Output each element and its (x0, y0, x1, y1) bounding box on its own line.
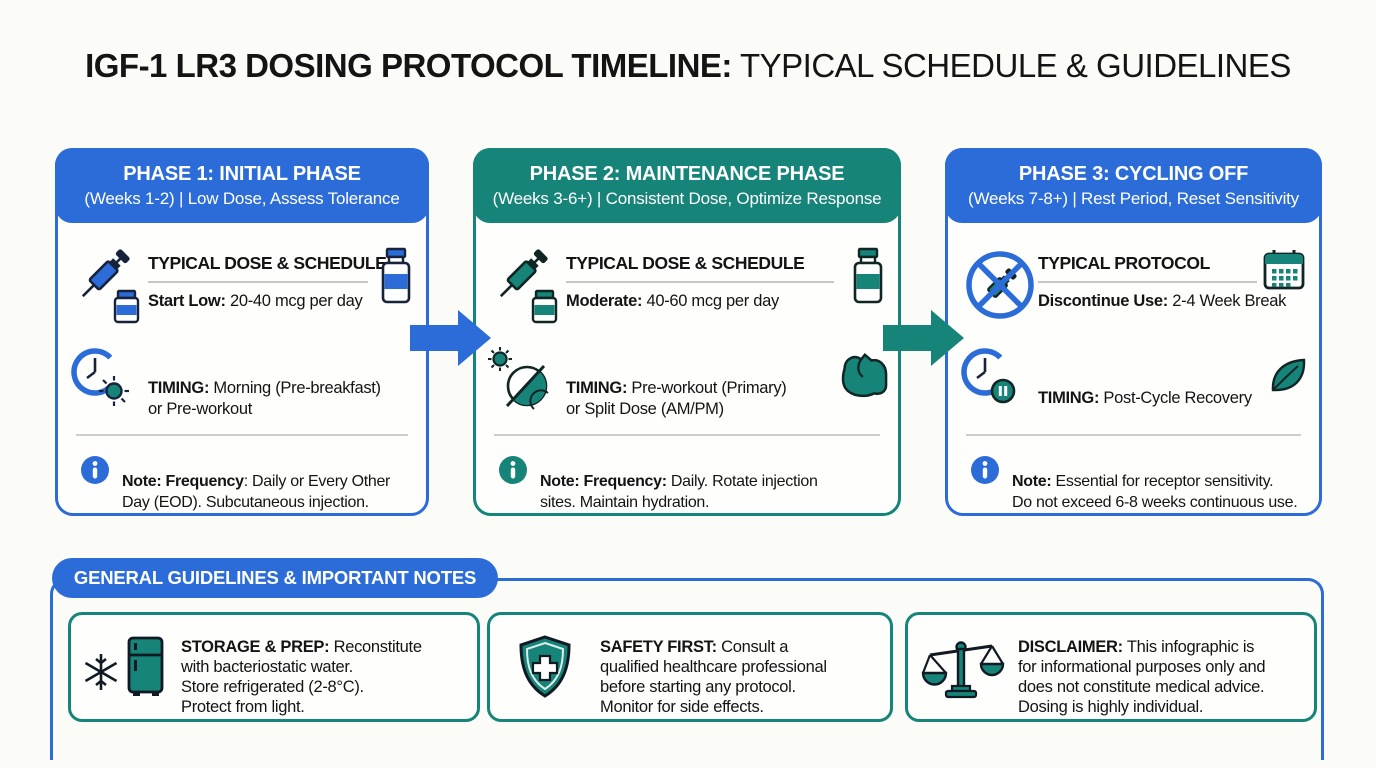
no-syringe-icon (960, 245, 1040, 330)
phase-3-dose-value: Discontinue Use: 2-4 Week Break (1038, 292, 1287, 310)
guidelines-header: GENERAL GUIDELINES & IMPORTANT NOTES (52, 558, 498, 598)
storage-text: STORAGE & PREP: Reconstitute with bacter… (181, 637, 422, 717)
vial-icon (378, 247, 414, 310)
phase-3-note: Note: Essential for receptor sensitivity… (1012, 473, 1298, 511)
phase-3-title: PHASE 3: CYCLING OFF (1018, 162, 1249, 185)
scales-icon (908, 634, 1018, 700)
section-divider (494, 434, 880, 436)
disclaimer-card: DISCLAIMER: This infographic is for info… (905, 612, 1317, 722)
muscle-icon (836, 347, 888, 406)
safety-text: SAFETY FIRST: Consult a qualified health… (600, 637, 827, 717)
phase-3-header: PHASE 3: CYCLING OFF (Weeks 7-8+) | Rest… (945, 148, 1322, 223)
page-title-regular: TYPICAL SCHEDULE & GUIDELINES (731, 47, 1291, 84)
page-title-bold: IGF-1 LR3 DOSING PROTOCOL TIMELINE: (85, 47, 732, 84)
clock-pause-icon (958, 345, 1022, 414)
phase-1-dose-section: TYPICAL DOSE & SCHEDULE Start Low: 20-40… (148, 253, 387, 311)
syringe-vial-icon (70, 245, 148, 330)
page-title: IGF-1 LR3 DOSING PROTOCOL TIMELINE: TYPI… (0, 47, 1376, 85)
guidelines-container (50, 578, 1324, 760)
info-icon (80, 455, 110, 490)
phase-2-subtitle: (Weeks 3-6+) | Consistent Dose, Optimize… (492, 188, 882, 208)
snowflake-fridge-icon (71, 634, 181, 700)
section-divider (76, 434, 408, 436)
phase-1-note: Note: Frequency: Daily or Every Other Da… (122, 473, 391, 511)
arrow-right-icon (410, 309, 492, 372)
calendar-icon (1261, 247, 1307, 298)
phase-1-title: PHASE 1: INITIAL PHASE (123, 162, 361, 185)
day-night-icon (486, 345, 552, 416)
phase-2-title: PHASE 2: MAINTENANCE PHASE (529, 162, 845, 185)
phase-3-card: PHASE 3: CYCLING OFF (Weeks 7-8+) | Rest… (945, 148, 1322, 516)
safety-card: SAFETY FIRST: Consult a qualified health… (487, 612, 893, 722)
phase-1-dose-value: Start Low: 20-40 mcg per day (148, 292, 363, 310)
leaf-icon (1267, 355, 1309, 402)
shield-cross-icon (490, 634, 600, 700)
phase-2-dose-value: Moderate: 40-60 mcg per day (566, 292, 779, 310)
phase-3-dose-heading: TYPICAL PROTOCOL (1038, 253, 1257, 283)
phase-3-subtitle: (Weeks 7-8+) | Rest Period, Reset Sensit… (968, 188, 1299, 208)
phase-2-card: PHASE 2: MAINTENANCE PHASE (Weeks 3-6+) … (473, 148, 901, 516)
phase-2-dose-section: TYPICAL DOSE & SCHEDULE Moderate: 40-60 … (566, 253, 834, 311)
info-icon (498, 455, 528, 490)
phase-2-note: Note: Frequency: Daily. Rotate injection… (540, 473, 818, 511)
arrow-right-icon (883, 309, 965, 372)
phase-2-dose-heading: TYPICAL DOSE & SCHEDULE (566, 253, 834, 283)
syringe-vial-icon (488, 245, 566, 330)
phase-1-timing-text: TIMING: Morning (Pre-breakfast) or Pre-w… (148, 379, 381, 419)
info-icon (970, 455, 1000, 490)
phase-3-timing-text: TIMING: Post-Cycle Recovery (1038, 389, 1252, 408)
phase-1-dose-heading: TYPICAL DOSE & SCHEDULE (148, 253, 387, 283)
clock-sun-icon (68, 345, 132, 414)
vial-icon (850, 247, 886, 310)
storage-card: STORAGE & PREP: Reconstitute with bacter… (68, 612, 480, 722)
disclaimer-text: DISCLAIMER: This infographic is for info… (1018, 637, 1266, 717)
phase-3-dose-section: TYPICAL PROTOCOL Discontinue Use: 2-4 We… (1038, 253, 1287, 311)
phase-1-header: PHASE 1: INITIAL PHASE (Weeks 1-2) | Low… (55, 148, 429, 223)
phase-1-subtitle: (Weeks 1-2) | Low Dose, Assess Tolerance (84, 188, 400, 208)
phase-2-header: PHASE 2: MAINTENANCE PHASE (Weeks 3-6+) … (473, 148, 901, 223)
phase-2-timing-text: TIMING: Pre-workout (Primary) or Split D… (566, 379, 787, 419)
section-divider (966, 434, 1301, 436)
phase-1-card: PHASE 1: INITIAL PHASE (Weeks 1-2) | Low… (55, 148, 429, 516)
